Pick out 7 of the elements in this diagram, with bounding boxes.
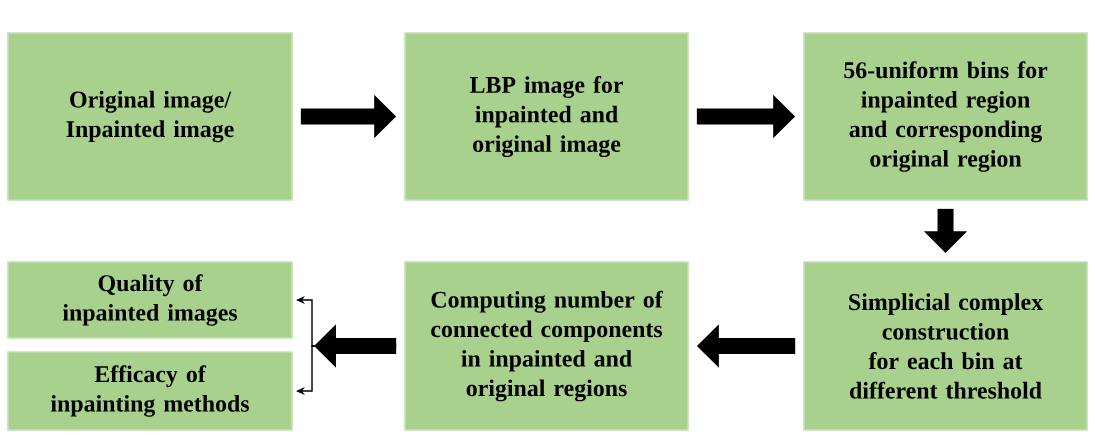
process-box: Computing number of connected components in inpainted and original regions [404, 261, 689, 431]
process-box: Original image/ Inpainted image [7, 32, 293, 201]
process-box: Efficacy of inpainting methods [7, 351, 293, 431]
process-box: Quality of inpainted images [7, 261, 293, 339]
process-box: LBP image for inpainted and original image [404, 32, 689, 201]
process-box: 56-uniform bins for inpainted region and corresponding original region [803, 32, 1088, 201]
process-box: Simplicial complex construction for each bin at different threshold [803, 261, 1088, 431]
